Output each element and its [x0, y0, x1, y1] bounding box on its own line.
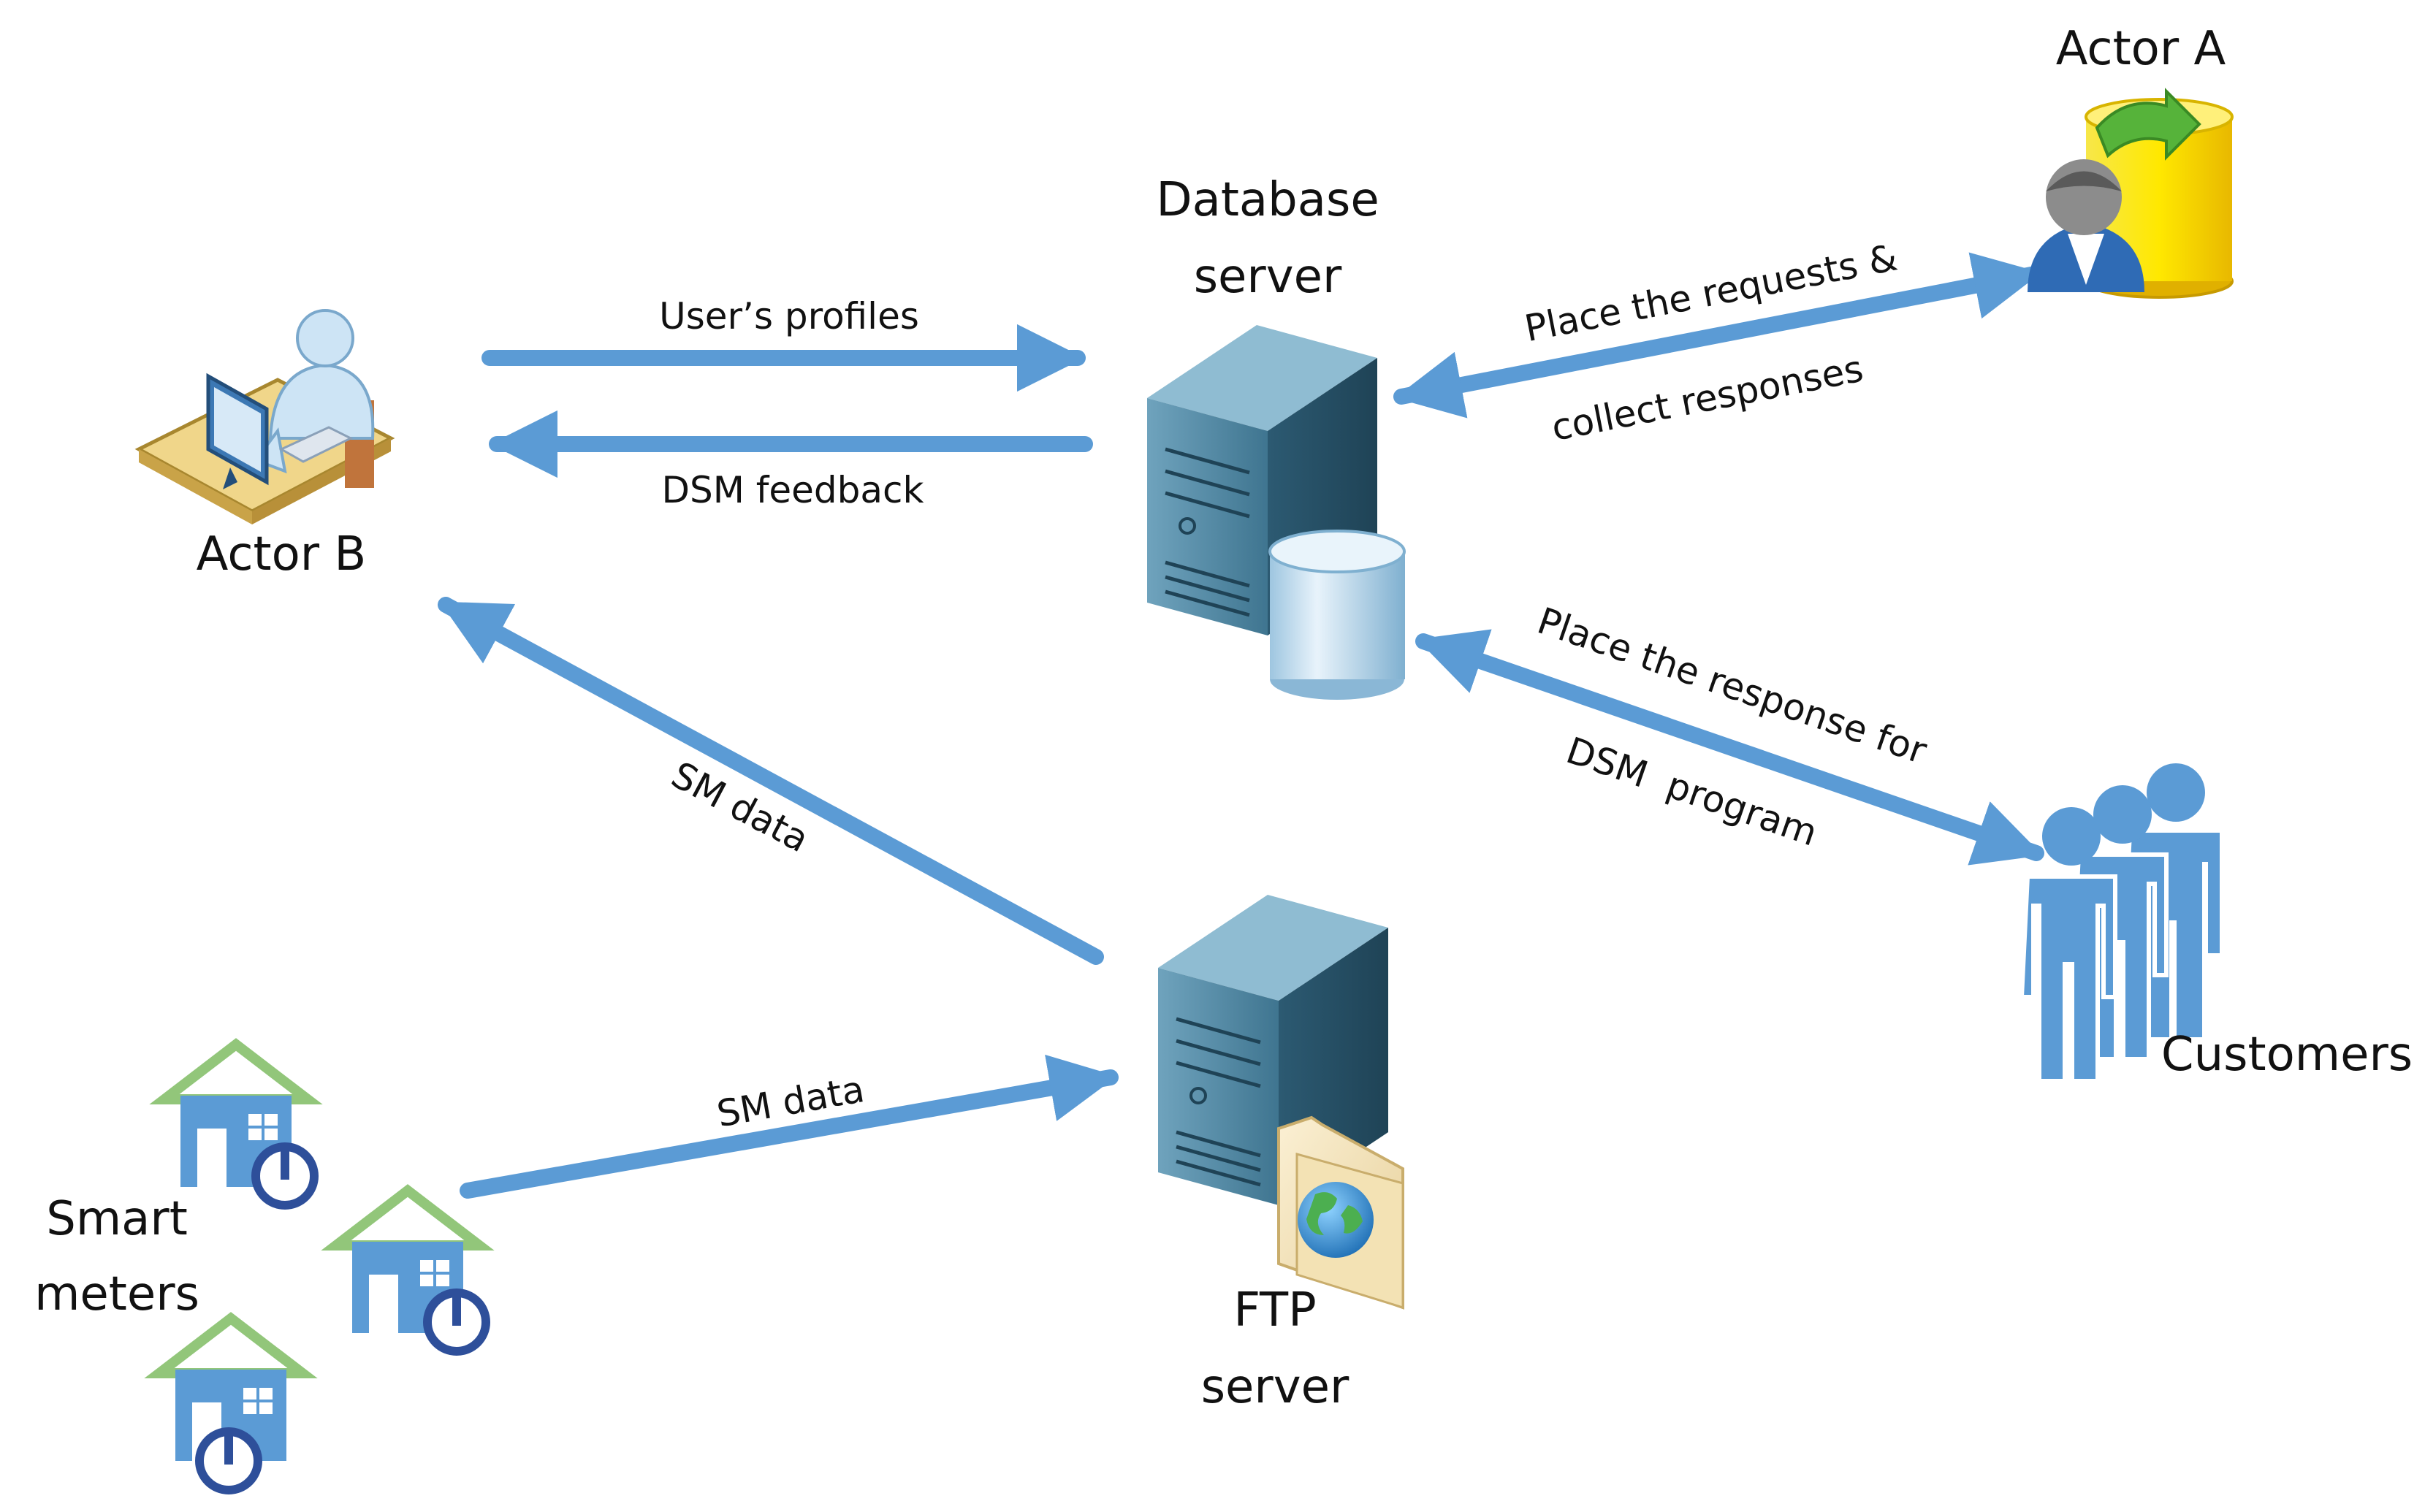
power-icon: [195, 1427, 262, 1494]
label-actor-a: Actor A: [2056, 22, 2226, 76]
smart-meter-house-2: [321, 1184, 495, 1356]
label-actor-b: Actor B: [197, 527, 367, 581]
label-ftp-line1: FTP: [1233, 1283, 1316, 1337]
arrow-sm-data-to-actor-b: [438, 597, 1104, 965]
customer-figure-front: [2019, 807, 2117, 1083]
ftp-server-icon: [1158, 895, 1404, 1310]
arrows: [438, 252, 2044, 1199]
database-server-icon: [1147, 325, 1406, 700]
power-icon: [251, 1142, 319, 1210]
arrow-requests-responses: [1393, 252, 2043, 419]
label-smart-meters-line2: meters: [34, 1267, 199, 1321]
customers-icon: [2019, 763, 2220, 1083]
actor-b-icon: [134, 309, 395, 524]
label-customers: Customers: [2161, 1028, 2413, 1082]
power-icon: [423, 1288, 490, 1356]
label-ftp-line2: server: [1201, 1360, 1349, 1414]
label-users-profiles: User’s profiles: [659, 295, 919, 337]
label-dsm-feedback: DSM feedback: [662, 469, 924, 511]
label-smart-meters-line1: Smart: [46, 1192, 188, 1246]
label-response-line2: DSM program: [1561, 729, 1823, 855]
label-database-line1: Database: [1156, 173, 1379, 227]
label-database-line2: server: [1194, 250, 1342, 304]
arrow-response-dsm: [1415, 629, 2044, 866]
actor-a-icon: [2028, 88, 2234, 299]
arrow-sm-data-to-ftp: [460, 1054, 1119, 1199]
smart-meter-house-3: [144, 1312, 318, 1494]
smart-meter-house-1: [149, 1038, 323, 1210]
